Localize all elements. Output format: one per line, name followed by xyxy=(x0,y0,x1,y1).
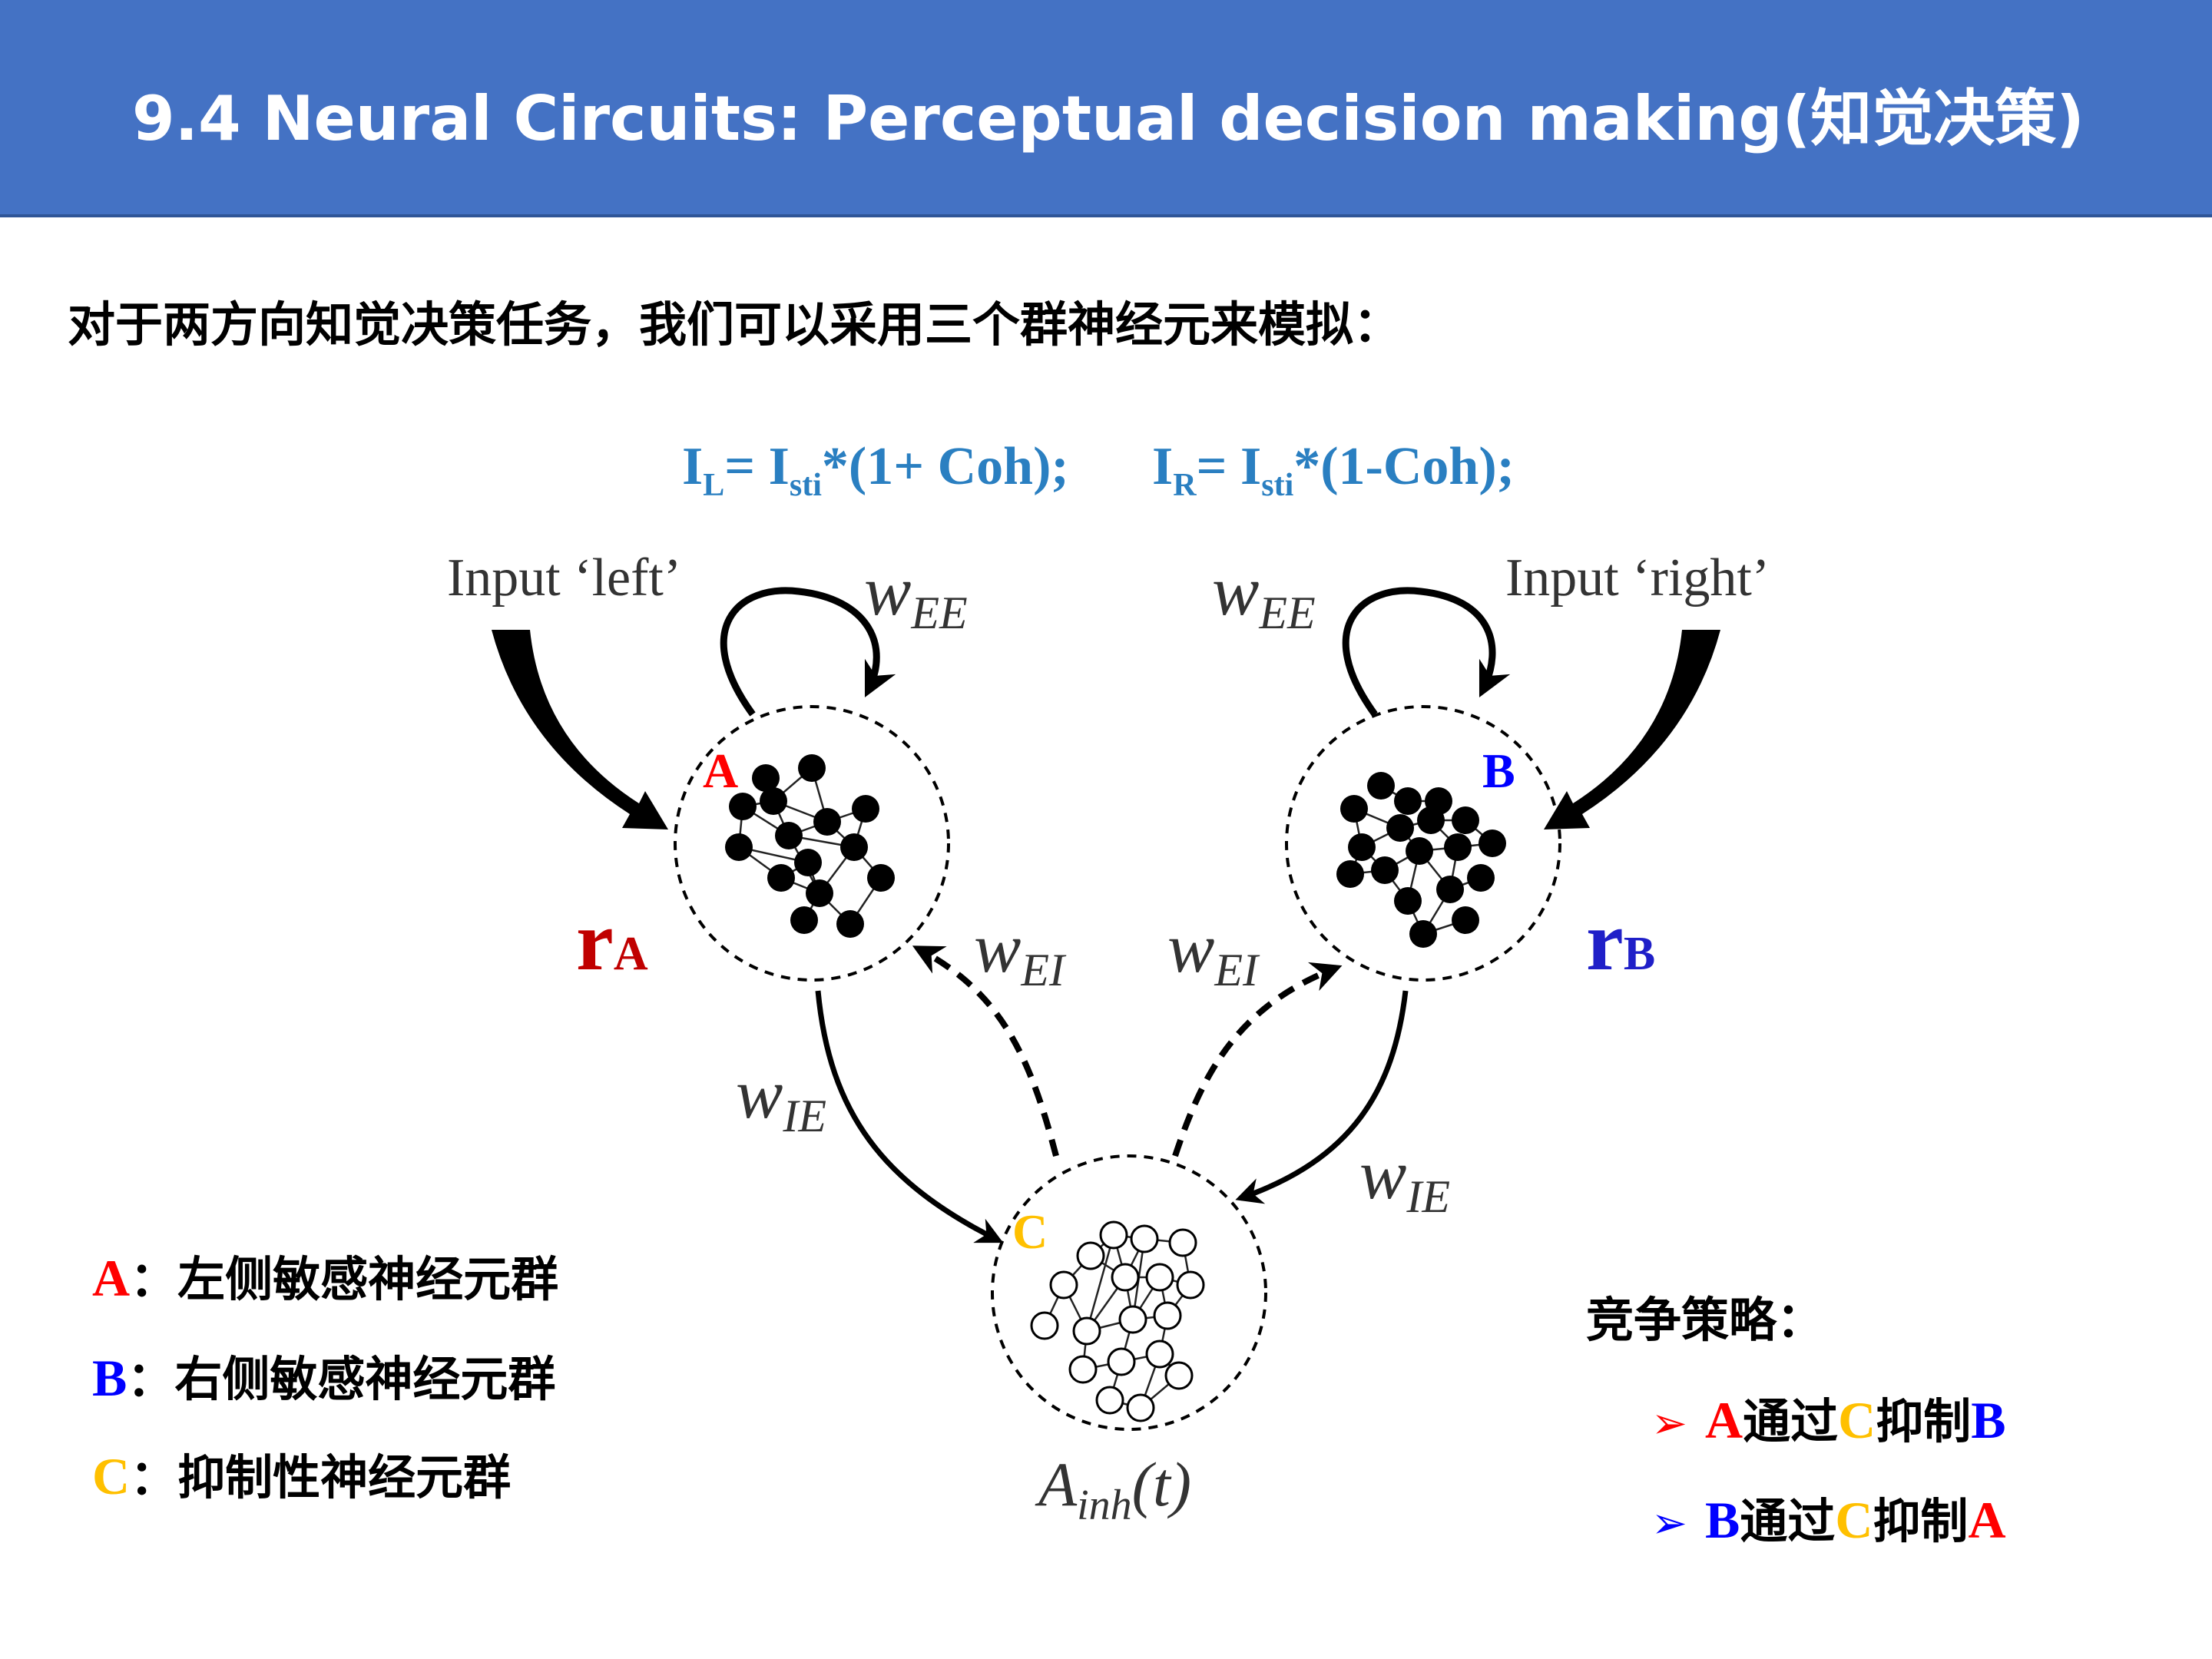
legend-item-B: B：右侧敏感神经元群 xyxy=(92,1349,556,1407)
legend-item-A: A：左侧敏感神经元群 xyxy=(92,1249,559,1307)
legend-item-C: C：抑制性神经元群 xyxy=(92,1447,512,1505)
neuron-node xyxy=(1340,795,1368,823)
neuron-node xyxy=(760,787,787,815)
population-A xyxy=(674,705,950,982)
arrow-EI-right xyxy=(1172,962,1343,1157)
neuron-node xyxy=(1130,1224,1159,1253)
arrow-bullet-icon: ➢ xyxy=(1651,1399,1687,1449)
input-right-arrow xyxy=(1544,630,1720,830)
input-left-arrow xyxy=(492,630,668,830)
rB-label: rB xyxy=(1586,894,1655,988)
neuron-node xyxy=(1107,1347,1136,1376)
neuron-node xyxy=(1452,806,1479,834)
wIE-right-label: wIE xyxy=(1359,1135,1450,1222)
neuron-node xyxy=(1452,906,1479,934)
neuron-node xyxy=(1394,887,1422,915)
neuron-node xyxy=(1145,1339,1174,1369)
neuron-node xyxy=(790,906,818,934)
synapse-line xyxy=(1085,1234,1115,1332)
neurons-C xyxy=(1030,1220,1205,1422)
neuron-node xyxy=(767,864,795,892)
ainh-label: Ainh(t) xyxy=(1035,1449,1191,1529)
neuron-node xyxy=(1336,860,1364,888)
neuron-node xyxy=(729,793,757,820)
label-C: C xyxy=(1012,1204,1048,1259)
neuron-node xyxy=(1072,1316,1101,1346)
neuron-node xyxy=(1095,1386,1124,1415)
rA-label: rA xyxy=(576,894,648,988)
neuron-node xyxy=(1467,864,1495,892)
population-C xyxy=(991,1154,1267,1431)
neuron-node xyxy=(794,849,822,876)
arrow-bullet-icon: ➢ xyxy=(1651,1498,1687,1548)
neuron-node xyxy=(1394,787,1422,815)
self-loop-B xyxy=(1342,587,1511,717)
neurons-A xyxy=(725,754,895,938)
slide-title: 9.4 Neural Circuits: Perceptual decision… xyxy=(132,83,2085,154)
neuron-node xyxy=(725,833,753,861)
neuron-node xyxy=(1406,837,1433,865)
neuron-node xyxy=(1111,1263,1140,1292)
neuron-node xyxy=(1367,772,1395,800)
wEI-right-label: wEI xyxy=(1167,909,1260,995)
neuron-node xyxy=(1049,1270,1078,1300)
neuron-node xyxy=(1118,1305,1147,1334)
input-right-label: Input ‘right’ xyxy=(1505,548,1770,608)
arrow-IE-left xyxy=(815,990,1004,1243)
neuron-node xyxy=(1176,1270,1205,1300)
neuron-node xyxy=(1164,1361,1194,1390)
input-left-label: Input ‘left’ xyxy=(447,548,681,608)
neuron-node xyxy=(1436,876,1464,903)
self-loop-A xyxy=(720,587,896,717)
neuron-node xyxy=(813,808,841,836)
neuron-node xyxy=(1409,920,1437,948)
strategy-title: 竞争策略： xyxy=(1586,1292,1825,1348)
strategy-item-2: ➢B通过C抑制A xyxy=(1651,1491,2006,1549)
neuron-node xyxy=(798,754,826,782)
wEE-left-label: wEE xyxy=(864,551,968,638)
arrow-IE-right xyxy=(1235,990,1409,1204)
neuron-node xyxy=(1145,1263,1174,1292)
neurons-B xyxy=(1336,772,1506,948)
neuron-node xyxy=(1479,830,1506,857)
wEI-left-label: wEI xyxy=(974,909,1067,995)
label-B: B xyxy=(1482,743,1515,798)
neuron-node xyxy=(852,795,879,823)
neuron-node xyxy=(867,864,895,892)
title-bar: 9.4 Neural Circuits: Perceptual decision… xyxy=(0,0,2212,217)
neuron-node xyxy=(1444,833,1472,861)
intro-text: 对于两方向知觉决策任务，我们可以采用三个群神经元来模拟： xyxy=(68,296,1402,353)
neuron-node xyxy=(1386,814,1414,842)
label-A: A xyxy=(703,743,738,798)
neuron-node xyxy=(1168,1228,1197,1257)
neuron-node xyxy=(836,910,864,938)
neuron-node xyxy=(1030,1311,1059,1340)
formula-right: IR= Isti*(1-Coh); xyxy=(1152,437,1515,503)
neuron-node xyxy=(1153,1301,1182,1330)
neuron-node xyxy=(1126,1393,1155,1422)
neuron-node xyxy=(1417,806,1445,834)
neuron-node xyxy=(1076,1241,1105,1270)
neuron-node xyxy=(1371,856,1399,884)
formula-left: IL= Isti*(1+ Coh); xyxy=(682,437,1069,503)
wIE-left-label: wIE xyxy=(736,1055,826,1141)
neuron-node xyxy=(806,879,833,907)
neuron-node xyxy=(840,833,868,861)
arrow-EI-left xyxy=(912,945,1059,1157)
neuron-node xyxy=(752,764,780,792)
neuron-node xyxy=(775,822,803,849)
population-B xyxy=(1285,705,1561,982)
strategy-item-1: ➢A通过C抑制B xyxy=(1651,1391,2006,1449)
neuron-node xyxy=(1068,1355,1098,1384)
neuron-node xyxy=(1348,833,1376,861)
neuron-node xyxy=(1099,1220,1128,1250)
wEE-right-label: wEE xyxy=(1212,551,1316,638)
